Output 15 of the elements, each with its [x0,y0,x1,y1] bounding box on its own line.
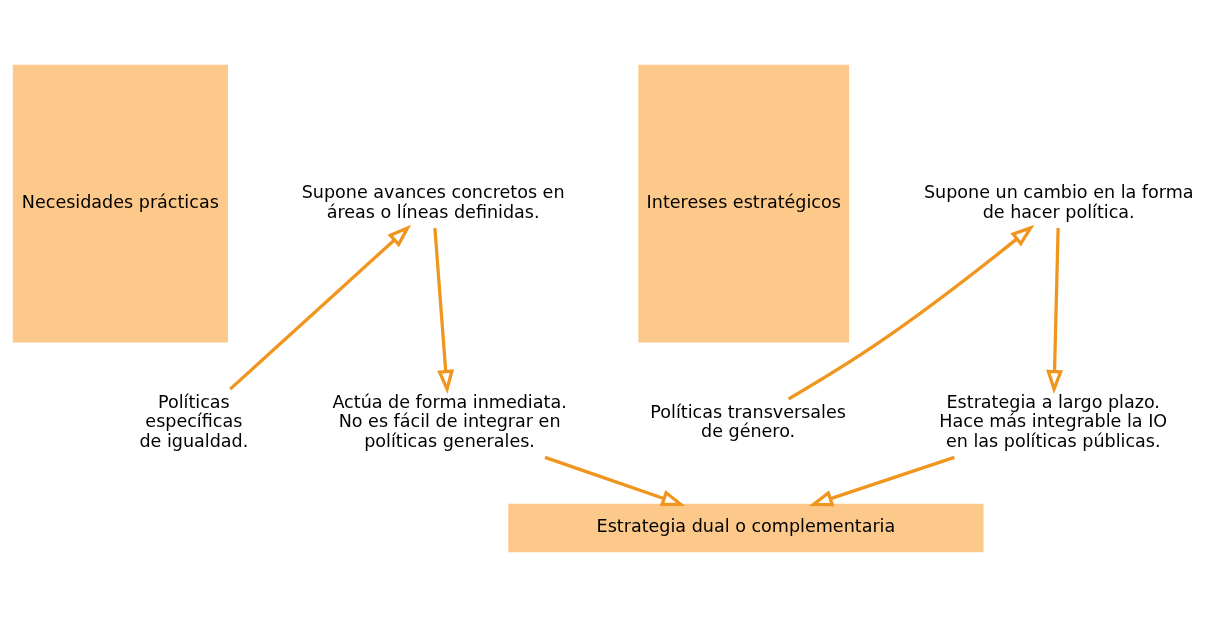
arrow [787,224,1035,401]
node-text: Supone avances concretos en áreas o líneas definidas. [301,181,565,222]
node-text: Políticas transversales de género. [650,401,846,442]
node-text: Actúa de forma inmediata. No es fácil de integrar en políticas generales. [332,391,567,452]
arrow [433,227,455,395]
arrow [1046,228,1063,395]
node-text: Estrategia a largo plazo. Hace más integrable la IO en las políticas públicas. [939,391,1168,452]
arrow [808,455,955,507]
node-text: Supone un cambio en la forma de hacer política. [923,181,1194,222]
arrow [544,455,686,507]
node-box: Intereses estratégicos [638,64,850,343]
arrow [229,224,412,391]
node-box: Estrategia dual o complementaria [508,503,984,553]
node-text: Políticas específicas de igualdad. [139,391,249,452]
node-box: Necesidades prácticas [12,64,228,343]
